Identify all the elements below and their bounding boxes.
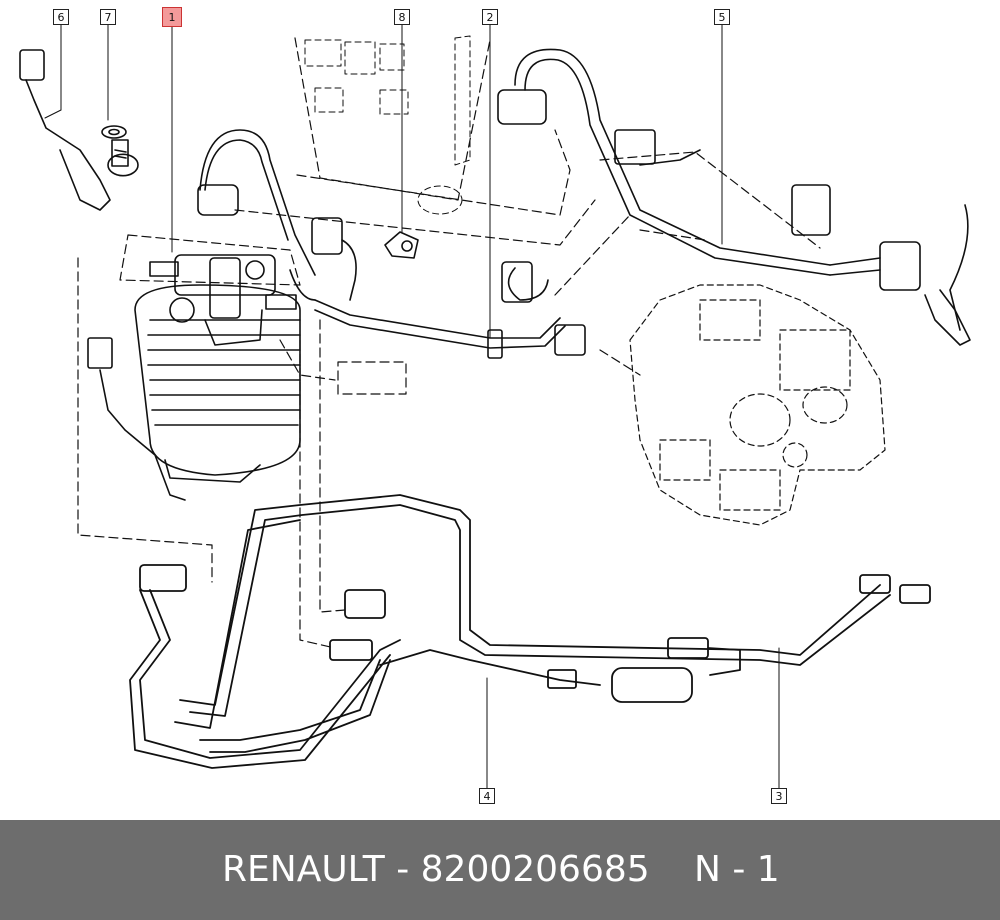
pipe-bundle-part-2 <box>289 261 586 359</box>
fuel-pipes-part-3-4 <box>129 494 931 769</box>
clip-part-8 <box>384 231 419 259</box>
callout-leaders <box>44 24 780 789</box>
injection-pump-outline <box>629 284 886 526</box>
callout-4[interactable]: 4 <box>479 788 495 804</box>
engine-outline <box>304 35 471 215</box>
position-label: N - 1 <box>694 849 780 890</box>
callout-8[interactable]: 8 <box>394 9 410 25</box>
callout-5[interactable]: 5 <box>714 9 730 25</box>
dashed-guides <box>77 37 821 649</box>
part-number-label: RENAULT - 8200206685 <box>222 849 650 890</box>
callout-1[interactable]: 1 <box>162 7 182 27</box>
harness-left-upper <box>197 129 357 301</box>
knock-sensor-part-6 <box>19 49 139 211</box>
callout-6[interactable]: 6 <box>53 9 69 25</box>
part-number-footer: RENAULT - 8200206685 N - 1 <box>0 820 1000 920</box>
fuel-filter-part-1 <box>87 254 301 501</box>
callout-7[interactable]: 7 <box>100 9 116 25</box>
callout-2[interactable]: 2 <box>482 9 498 25</box>
harness-part-5 <box>497 48 971 346</box>
washer-part-7 <box>101 125 127 139</box>
callout-3[interactable]: 3 <box>771 788 787 804</box>
parts-diagram <box>19 24 971 789</box>
